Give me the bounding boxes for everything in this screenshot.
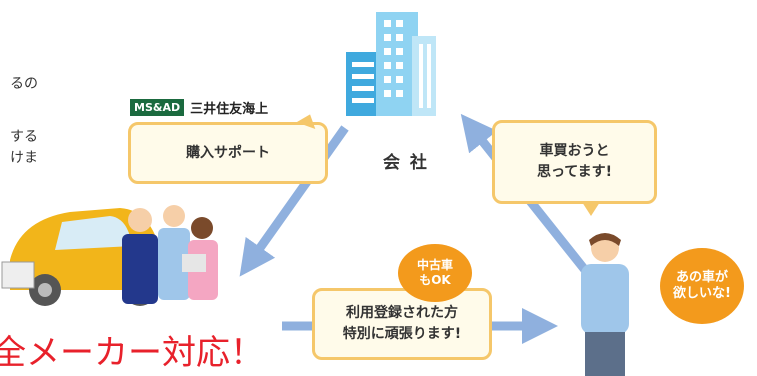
want-to-buy-text: 車買おうと 思ってます! [537, 143, 612, 180]
brand-row: MS&AD 三井住友海上 [130, 98, 268, 117]
brand-name: 三井住友海上 [190, 102, 269, 117]
clipped-text-line-1: るの [10, 76, 38, 92]
purchase-support-text: 購入サポート [186, 144, 270, 161]
company-label: 会 社 [383, 153, 429, 173]
used-car-badge: 中古車 もOK [398, 244, 472, 302]
car-dealer-illustration [1, 205, 218, 306]
used-car-text: 中古車 もOK [416, 258, 453, 287]
arrow-company-to-dealer [239, 125, 349, 277]
want-that-car-badge: あの車が 欲しいな! [660, 248, 744, 324]
headline: 全メーカー対応！ [0, 333, 264, 373]
want-to-buy-bubble: 車買おうと 思ってます! [492, 120, 657, 204]
purchase-support-bubble: 購入サポート [128, 122, 328, 184]
want-that-car-text: あの車が 欲しいな! [673, 269, 731, 301]
registered-users-bubble: 利用登録された方 特別に頑張ります! [312, 288, 492, 360]
building-icon [346, 12, 436, 116]
customer-illustration [581, 233, 629, 376]
msad-logo: MS&AD [130, 99, 185, 116]
clipped-text-line-3: けま [10, 150, 38, 166]
registered-users-text: 利用登録された方 特別に頑張ります! [342, 305, 462, 342]
bubble-tail [582, 202, 600, 216]
clipped-text-line-2: する [10, 129, 38, 145]
